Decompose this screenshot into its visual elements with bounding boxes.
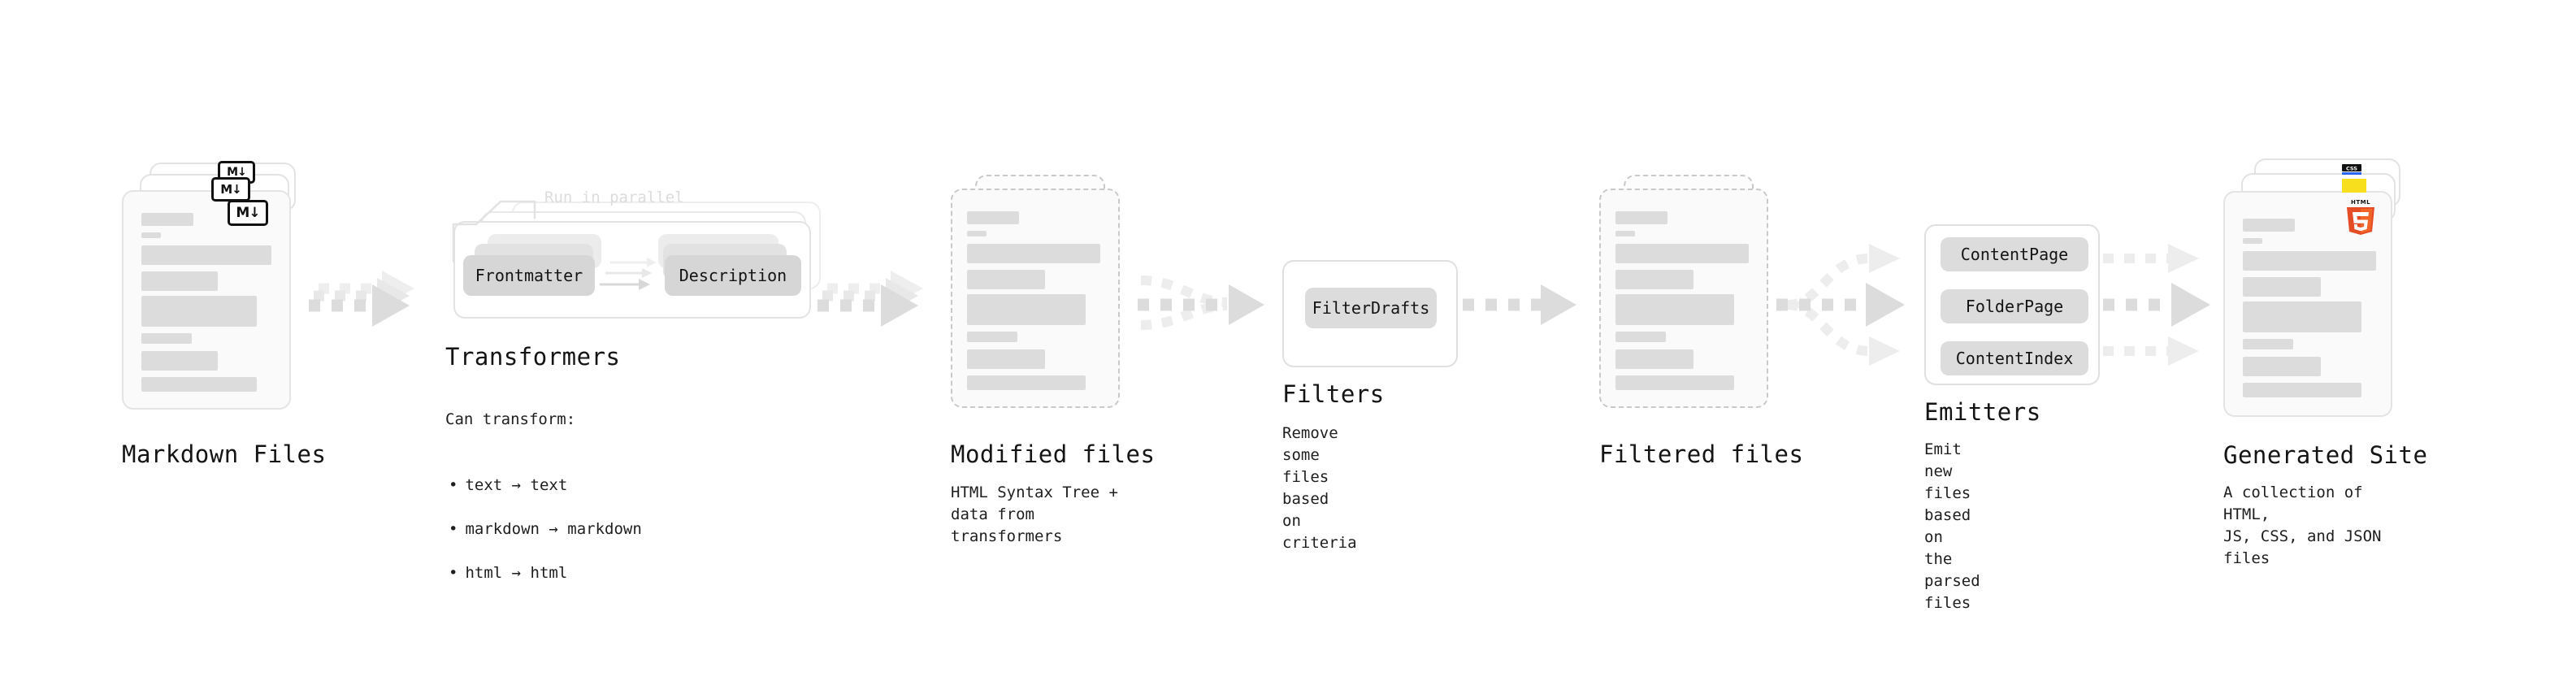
pill-folderpage[interactable]: FolderPage bbox=[1941, 289, 2088, 323]
skeleton-block bbox=[967, 349, 1045, 369]
stage-generated-site: CSS HTML Generated Site A collection of … bbox=[2223, 158, 2427, 567]
transformers-panel-stack: Frontmatter Description Run in parallel bbox=[445, 187, 827, 333]
stage-title-generated-site: Generated Site bbox=[2223, 441, 2428, 469]
skeleton-block bbox=[967, 244, 1100, 263]
skeleton-block bbox=[2243, 339, 2293, 349]
generated-card-front bbox=[2223, 191, 2392, 417]
markdown-icon-label: M↓ bbox=[236, 205, 260, 221]
stage-title-modified-files: Modified files bbox=[951, 440, 1156, 468]
modified-card-stack bbox=[951, 175, 1130, 435]
skeleton-sub bbox=[141, 232, 161, 238]
skeleton-block bbox=[141, 377, 257, 392]
connector-filters-to-filtered bbox=[1463, 284, 1576, 325]
stage-caption-modified-files: HTML Syntax Tree + data from transformer… bbox=[951, 484, 1118, 545]
skeleton-sub bbox=[967, 231, 987, 236]
emitters-box: ContentPage FolderPage ContentIndex bbox=[1924, 224, 2100, 385]
skeleton-block bbox=[2243, 251, 2376, 271]
html5-badge-icon: HTML bbox=[2347, 199, 2374, 235]
markdown-icon-label: M↓ bbox=[227, 166, 247, 179]
skeleton-block bbox=[2243, 301, 2361, 332]
markdown-card-stack: M↓ M↓ M↓ bbox=[122, 161, 301, 431]
stage-caption-emitters: Emit new files based on the parsed files bbox=[1924, 440, 1980, 612]
stage-title-transformers: Transformers bbox=[445, 343, 621, 371]
skeleton-title bbox=[967, 211, 1019, 224]
skeleton-block bbox=[1615, 332, 1666, 342]
generated-card-stack: CSS HTML bbox=[2223, 158, 2418, 435]
skeleton-block bbox=[2243, 277, 2321, 297]
skeleton-sub bbox=[1615, 231, 1635, 236]
connector-filtered-to-emitters bbox=[1776, 244, 1905, 366]
modified-card-front bbox=[951, 189, 1120, 408]
filters-box: FilterDrafts bbox=[1282, 260, 1458, 367]
skeleton-block bbox=[141, 245, 271, 265]
caption-line: Can transform: bbox=[445, 410, 576, 428]
skeleton-title bbox=[2243, 219, 2295, 232]
skeleton-block bbox=[1615, 375, 1734, 390]
pill-label: FilterDrafts bbox=[1312, 298, 1430, 318]
svg-text:CSS: CSS bbox=[2346, 166, 2357, 172]
stage-markdown-files: M↓ M↓ M↓ Markdown Files bbox=[122, 161, 326, 468]
pill-contentindex[interactable]: ContentIndex bbox=[1941, 341, 2088, 375]
skeleton-block bbox=[967, 375, 1086, 390]
skeleton-block bbox=[2243, 383, 2361, 397]
markdown-icon-label: M↓ bbox=[220, 182, 241, 197]
skeleton-title bbox=[141, 213, 193, 226]
connector-transformers-to-modified bbox=[817, 271, 923, 327]
chip-description[interactable]: Description bbox=[665, 255, 801, 296]
stage-filtered-files: Filtered files bbox=[1599, 175, 1803, 468]
chip-label: Frontmatter bbox=[475, 266, 583, 285]
css3-badge-icon: CSS bbox=[2342, 164, 2361, 175]
markdown-card-front bbox=[122, 190, 291, 410]
markdown-icon: M↓ bbox=[228, 200, 268, 226]
transform-bullets: text → text markdown → markdown html → h… bbox=[445, 453, 642, 606]
connector-modified-to-filters bbox=[1138, 275, 1264, 330]
stage-caption-filters: Remove some files based on criteria bbox=[1282, 424, 1357, 552]
skeleton-title bbox=[1615, 211, 1667, 224]
bullet-item: html → html bbox=[449, 562, 642, 584]
skeleton-block bbox=[1615, 294, 1734, 325]
pill-contentpage[interactable]: ContentPage bbox=[1941, 237, 2088, 271]
chip-label: Description bbox=[679, 266, 787, 285]
chip-frontmatter[interactable]: Frontmatter bbox=[463, 255, 595, 296]
stage-caption-generated-site: A collection of HTML, JS, CSS, and JSON … bbox=[2223, 484, 2382, 567]
bullet-item: markdown → markdown bbox=[449, 518, 641, 540]
svg-text:HTML: HTML bbox=[2351, 199, 2370, 206]
filtered-card-stack bbox=[1599, 175, 1778, 435]
skeleton-block bbox=[1615, 244, 1749, 263]
skeleton-sub bbox=[2243, 238, 2262, 244]
stage-modified-files: Modified files HTML Syntax Tree + data f… bbox=[951, 175, 1155, 545]
skeleton-block bbox=[141, 333, 192, 344]
markdown-icon-mid: M↓ bbox=[211, 177, 250, 202]
skeleton-block bbox=[141, 271, 218, 291]
connector-markdown-to-transformers bbox=[309, 271, 414, 327]
stage-title-filters: Filters bbox=[1282, 380, 1385, 408]
stage-title-emitters: Emitters bbox=[1924, 398, 2041, 426]
skeleton-block bbox=[1615, 349, 1693, 369]
connector-emitters-to-generated bbox=[2103, 244, 2210, 366]
skeleton-block bbox=[967, 270, 1045, 289]
bullet-item: text → text bbox=[449, 475, 642, 497]
pill-label: ContentPage bbox=[1960, 245, 2069, 264]
pill-label: FolderPage bbox=[1965, 297, 2064, 316]
skeleton-block bbox=[2243, 357, 2321, 376]
skeleton-block bbox=[967, 332, 1017, 342]
stage-caption-transformers: Can transform: text → text markdown → ma… bbox=[445, 387, 642, 628]
skeleton-block bbox=[141, 296, 257, 327]
pill-label: ContentIndex bbox=[1955, 349, 2074, 368]
skeleton-block bbox=[1615, 270, 1693, 289]
stage-title-filtered-files: Filtered files bbox=[1599, 440, 1804, 468]
stage-title-markdown-files: Markdown Files bbox=[122, 440, 327, 468]
run-in-parallel-label: Run in parallel bbox=[544, 189, 684, 206]
skeleton-block bbox=[967, 294, 1086, 325]
skeleton-block bbox=[141, 351, 218, 371]
javascript-badge-icon bbox=[2342, 179, 2366, 193]
pill-filterdrafts[interactable]: FilterDrafts bbox=[1305, 288, 1437, 328]
filtered-card-front bbox=[1599, 189, 1768, 408]
